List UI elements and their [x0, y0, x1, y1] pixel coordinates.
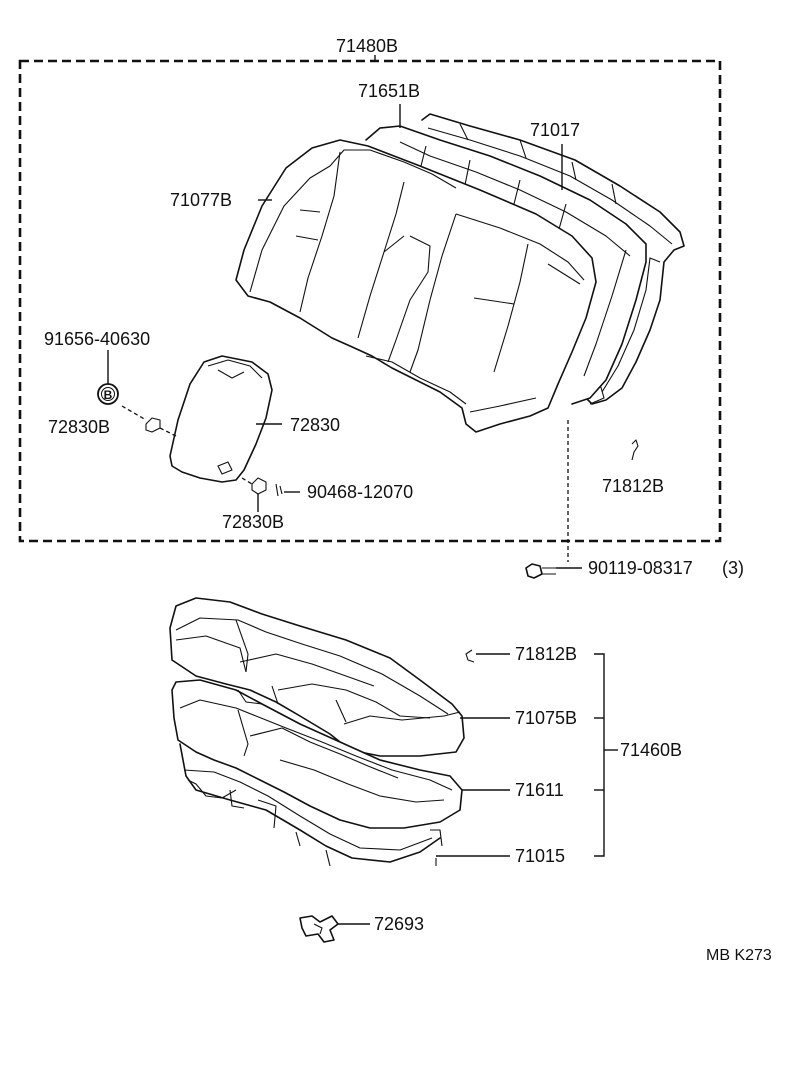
- label-cushion-cover: 71075B: [515, 708, 577, 728]
- cushion-cover-part: [169, 597, 465, 757]
- cushion-pad-part: [171, 679, 463, 829]
- label-screw: 90468-12070: [307, 482, 413, 502]
- part-labels: 71480B 71651B 71017 71077B 91656-40630 7…: [44, 36, 772, 964]
- label-bolt-qty: (3): [722, 558, 744, 578]
- label-cushion-pad: 71611: [515, 780, 564, 800]
- label-cushion-assembly: 71460B: [620, 740, 682, 760]
- label-seatback-pad: 71077B: [170, 190, 232, 210]
- label-reference-code: MB K273: [706, 947, 772, 964]
- clip-part: [299, 915, 339, 943]
- circle-b-marker: B: [97, 383, 119, 405]
- seatback-assembly-boundary: [18, 55, 722, 543]
- label-hook-back: 71812B: [602, 476, 664, 496]
- label-seatback-frame: 71017: [530, 120, 580, 140]
- label-armrest: 72830: [290, 415, 340, 435]
- label-seatback-cover: 71651B: [358, 81, 420, 101]
- hinge-top-part: [121, 405, 177, 437]
- seatback-pad-part: [235, 139, 597, 433]
- label-clip: 72693: [374, 914, 424, 934]
- circle-b-text: B: [104, 388, 113, 402]
- cushion-frame-part: [179, 743, 443, 867]
- label-bolt: 90119-08317: [588, 558, 693, 578]
- label-bolt-ref: 91656-40630: [44, 329, 150, 349]
- armrest-part: [169, 355, 273, 483]
- label-seatback-assembly: 71480B: [336, 36, 398, 56]
- bolt-part: [525, 420, 569, 579]
- hinge-bottom-part: [241, 477, 283, 497]
- label-cushion-frame: 71015: [515, 846, 565, 866]
- label-hinge-bottom: 72830B: [222, 512, 284, 532]
- label-hinge-top: 72830B: [48, 417, 110, 437]
- leader-lines: [107, 104, 618, 925]
- seatback-frame-part: [421, 113, 685, 405]
- hook-cushion-part: [465, 649, 475, 663]
- hook-back-part: [631, 439, 639, 461]
- label-hook-cushion: 71812B: [515, 644, 577, 664]
